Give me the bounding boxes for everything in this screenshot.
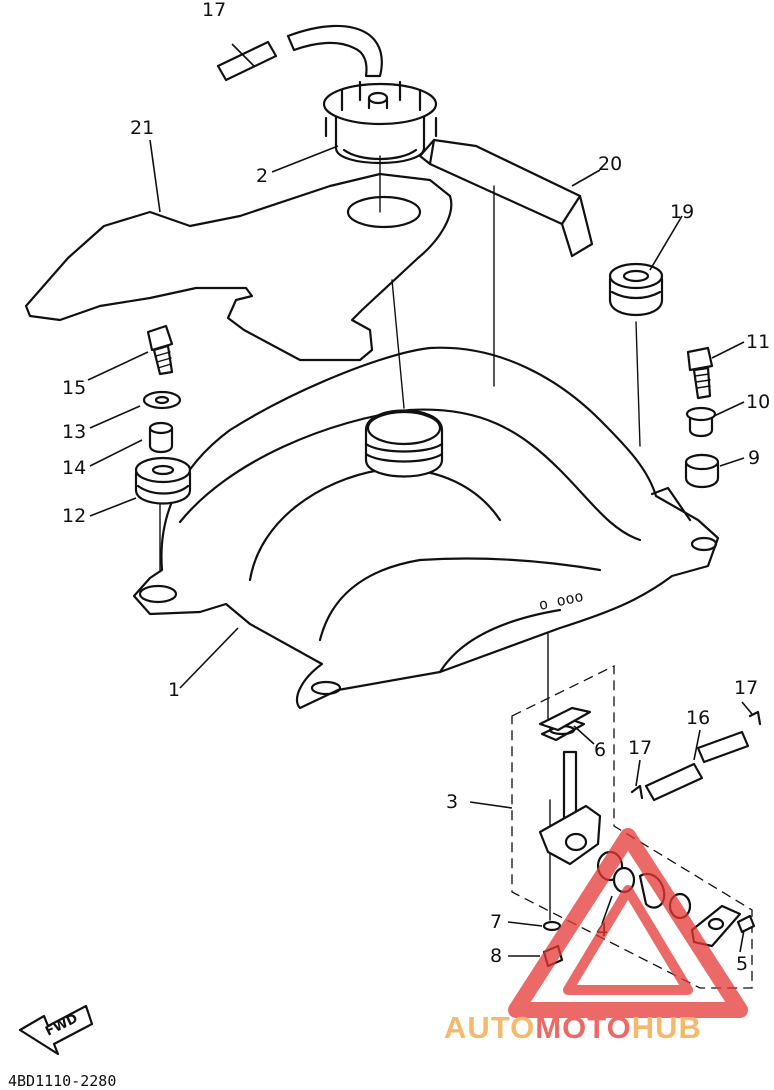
label-part-3: 3: [446, 791, 458, 813]
fwd-arrow: FWD: [18, 1004, 94, 1056]
label-part-10: 10: [746, 391, 770, 413]
part-number-labels: 17 21 2 20 19 11 10 9 15 13 14 12 1 3 6 …: [62, 0, 770, 975]
part-15-bolt: [146, 324, 174, 376]
label-part-13: 13: [62, 421, 86, 443]
part-13-washer: [142, 390, 182, 410]
label-part-16: 16: [686, 707, 710, 729]
label-part-17a: 17: [628, 737, 652, 759]
label-part-8: 8: [490, 945, 502, 967]
part-10-collar: [685, 406, 717, 438]
label-part-20: 20: [598, 153, 622, 175]
label-part-19: 19: [670, 201, 694, 223]
label-part-9: 9: [748, 447, 760, 469]
label-part-14: 14: [62, 457, 86, 479]
warning-triangle-logo: [508, 828, 748, 1018]
part-16-fuel-hose: [644, 730, 750, 802]
part-11-bolt: [686, 346, 714, 400]
part-20-tank-band: [418, 138, 594, 258]
part-3-fuel-cock-assembly: [511, 664, 756, 989]
label-part-1: 1: [168, 679, 180, 701]
part-9-damper: [684, 453, 720, 489]
label-part-17b: 17: [734, 677, 758, 699]
part-12-damper: [134, 456, 192, 505]
label-part-18: 17: [202, 0, 226, 21]
label-part-12: 12: [62, 505, 86, 527]
label-part-15: 15: [62, 377, 86, 399]
label-part-6: 6: [594, 739, 606, 761]
leader-lines: [87, 43, 753, 957]
part-19-damper: [608, 262, 664, 317]
label-part-11: 11: [746, 331, 770, 353]
label-part-5: 5: [736, 953, 748, 975]
part-2-fuel-cap: [322, 80, 438, 165]
part-17-hose-clip: [630, 710, 762, 800]
part-1-fuel-tank: o ooo: [132, 346, 720, 710]
watermark-text: AUTOMOTOHUB: [444, 1010, 702, 1045]
part-18-breather-hose: [216, 24, 383, 82]
part-14-collar: [148, 421, 174, 454]
label-part-2: 2: [256, 165, 268, 187]
label-part-21: 21: [130, 117, 154, 139]
part-6-gasket: [538, 706, 592, 732]
label-part-7: 7: [490, 911, 502, 933]
part-21-tank-cover: [24, 172, 453, 362]
assembly-lines: [159, 155, 641, 921]
diagram-code: 4BD1110-2280: [8, 1072, 116, 1090]
watermark-logo: AUTOMOTOHUB: [444, 828, 748, 1045]
